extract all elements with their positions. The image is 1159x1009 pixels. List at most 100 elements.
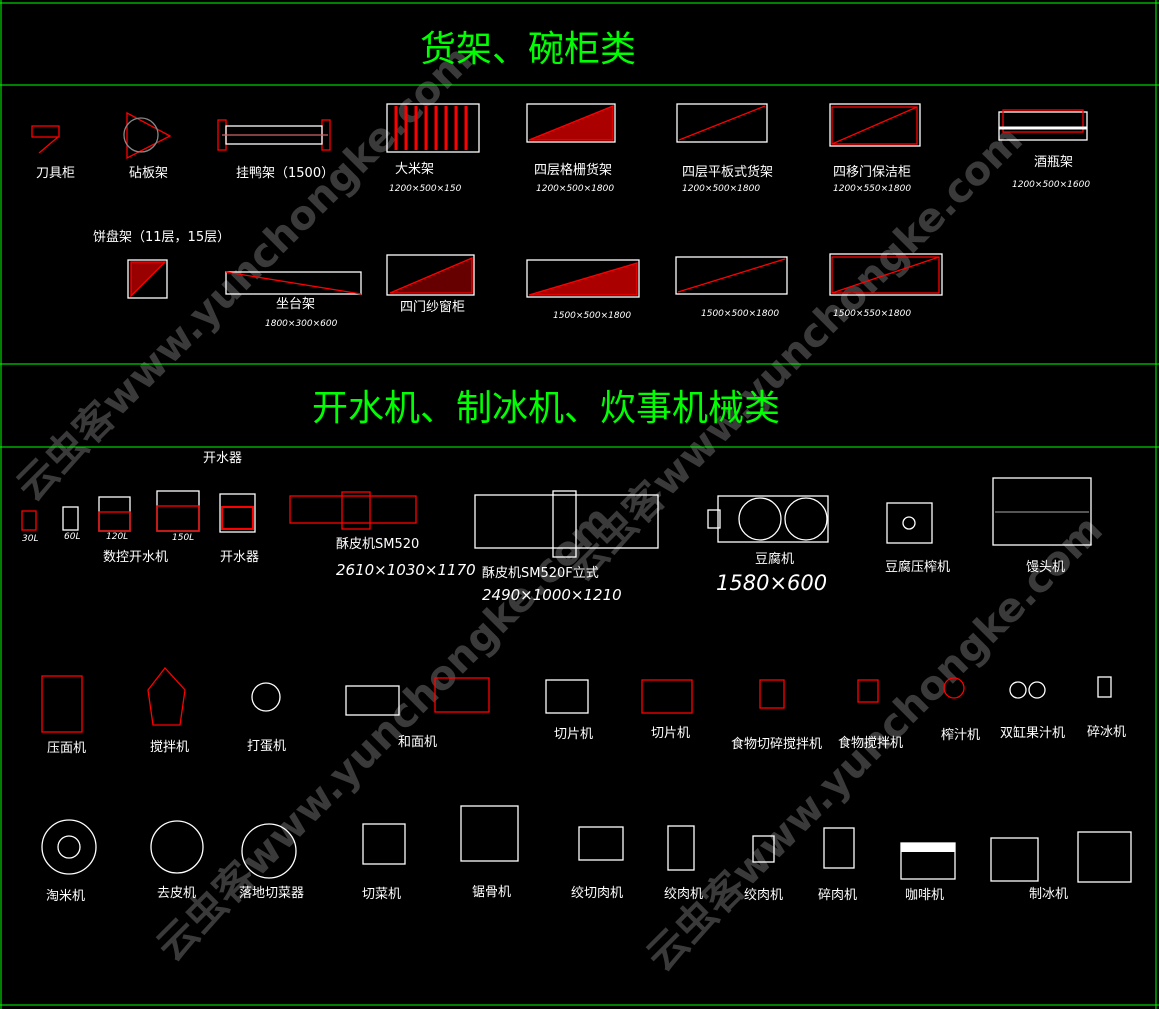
label: 咖啡机 bbox=[905, 888, 945, 903]
label: 砧板架 bbox=[129, 166, 169, 181]
door-cabinet-shape bbox=[829, 103, 921, 147]
dimension: 1500×550×1800 bbox=[833, 309, 912, 319]
juicer-shape bbox=[943, 677, 965, 699]
label: 落地切菜器 bbox=[239, 886, 305, 901]
ice-maker-shape bbox=[990, 837, 1039, 882]
slicer-shape bbox=[545, 679, 589, 714]
label: 四门纱窗柜 bbox=[400, 300, 466, 315]
label: 切片机 bbox=[554, 727, 594, 742]
mixer-shape bbox=[147, 666, 186, 726]
capacity: 150L bbox=[172, 533, 195, 543]
bun-machine-shape bbox=[992, 477, 1092, 546]
label: 四移门保洁柜 bbox=[833, 165, 912, 180]
door-cabinet-b-shape bbox=[829, 253, 943, 296]
dimension: 1200×500×1800 bbox=[536, 184, 615, 194]
dimension: 2610×1030×1170 bbox=[336, 561, 476, 579]
plate-rack-shape bbox=[127, 259, 168, 299]
seat-rack-shape bbox=[225, 271, 362, 295]
dimension: 1200×550×1800 bbox=[833, 184, 912, 194]
meat-grinder-shape bbox=[667, 825, 695, 871]
label: 挂鸭架（1500） bbox=[236, 166, 335, 181]
boiler-120l-shape bbox=[98, 496, 131, 532]
meat-mincer-shape bbox=[823, 827, 855, 869]
food-chopper-shape bbox=[759, 679, 785, 709]
boiler-150l-shape bbox=[156, 490, 200, 532]
label: 碎肉机 bbox=[818, 888, 858, 903]
section-title-shelves: 货架、碗柜类 bbox=[420, 29, 637, 70]
sheeter-shape bbox=[289, 495, 417, 524]
label: 打蛋机 bbox=[247, 739, 287, 754]
meat-grinder-b-shape bbox=[752, 835, 775, 863]
label: 锯骨机 bbox=[472, 885, 512, 900]
label: 刀具柜 bbox=[36, 166, 76, 181]
peeler-shape bbox=[150, 820, 204, 874]
label: 食物搅拌机 bbox=[838, 736, 904, 751]
label: 切菜机 bbox=[362, 887, 402, 902]
label: 食物切碎搅拌机 bbox=[731, 737, 823, 752]
boiler-60l-shape bbox=[62, 506, 79, 531]
capacity: 120L bbox=[106, 532, 129, 542]
boiler-30l-shape bbox=[21, 510, 37, 531]
label: 榨汁机 bbox=[941, 728, 981, 743]
dimension: 2490×1000×1210 bbox=[482, 586, 622, 604]
label: 碎冰机 bbox=[1087, 725, 1127, 740]
dimension: 1500×500×1800 bbox=[553, 311, 632, 321]
label: 搅拌机 bbox=[150, 740, 190, 755]
label: 绞肉机 bbox=[664, 887, 704, 902]
egg-beater-shape bbox=[251, 682, 281, 712]
label: 酒瓶架 bbox=[1034, 155, 1074, 170]
label: 豆腐机 bbox=[755, 552, 795, 567]
label: 绞切肉机 bbox=[571, 886, 624, 901]
wine-rack-shape bbox=[998, 111, 1088, 141]
twin-juicer-shape bbox=[1009, 681, 1027, 699]
label: 馒头机 bbox=[1026, 560, 1066, 575]
vegetable-cutter-shape bbox=[362, 823, 406, 865]
board-rack-shape bbox=[126, 111, 172, 160]
label: 去皮机 bbox=[157, 886, 197, 901]
dimension: 1500×500×1800 bbox=[701, 309, 780, 319]
grid-shelf-shape bbox=[526, 103, 616, 143]
label: 和面机 bbox=[398, 735, 438, 750]
label: 淘米机 bbox=[46, 889, 86, 904]
tofu-press-shape bbox=[886, 502, 933, 544]
label: 数控开水机 bbox=[103, 550, 169, 565]
floor-cutter-shape bbox=[241, 823, 297, 879]
label: 饼盘架（11层，15层） bbox=[93, 230, 231, 245]
label: 坐台架 bbox=[276, 297, 316, 312]
label: 绞肉机 bbox=[744, 888, 784, 903]
label: 酥皮机SM520F立式 bbox=[482, 566, 599, 581]
label: 大米架 bbox=[395, 162, 435, 177]
rice-washer-shape bbox=[41, 819, 97, 875]
flat-shelf-b-shape bbox=[675, 256, 788, 295]
noodle-press-shape bbox=[41, 675, 83, 733]
label: 豆腐压榨机 bbox=[885, 560, 951, 575]
ice-crusher-shape bbox=[1097, 676, 1112, 698]
label: 切片机 bbox=[651, 726, 691, 741]
capacity: 60L bbox=[64, 532, 81, 542]
dough-mixer-shape bbox=[345, 685, 400, 716]
slicer-b-shape bbox=[641, 679, 693, 714]
bone-saw-shape bbox=[460, 805, 519, 862]
screen-cabinet-shape bbox=[386, 254, 475, 296]
rice-rack-shape bbox=[386, 103, 480, 153]
capacity: 30L bbox=[22, 534, 39, 544]
label: 制冰机 bbox=[1029, 887, 1069, 902]
label: 四层格栅货架 bbox=[534, 163, 613, 178]
food-mixer-shape bbox=[857, 679, 879, 703]
knife-cabinet-shape bbox=[31, 125, 60, 138]
dimension: 1200×500×1800 bbox=[682, 184, 761, 194]
dimension: 1800×300×600 bbox=[265, 319, 338, 329]
label: 酥皮机SM520 bbox=[336, 537, 420, 552]
label: 双缸果汁机 bbox=[1000, 726, 1066, 741]
label: 开水器 bbox=[203, 451, 243, 466]
boiler-shape bbox=[219, 493, 256, 533]
tofu-machine-shape bbox=[717, 495, 829, 543]
dimension: 1580×600 bbox=[716, 571, 828, 595]
grid-shelf-b-shape bbox=[526, 259, 640, 298]
dimension: 1200×500×1600 bbox=[1012, 180, 1091, 190]
dimension: 1200×500×150 bbox=[389, 184, 462, 194]
label: 压面机 bbox=[47, 741, 87, 756]
label: 开水器 bbox=[220, 550, 260, 565]
